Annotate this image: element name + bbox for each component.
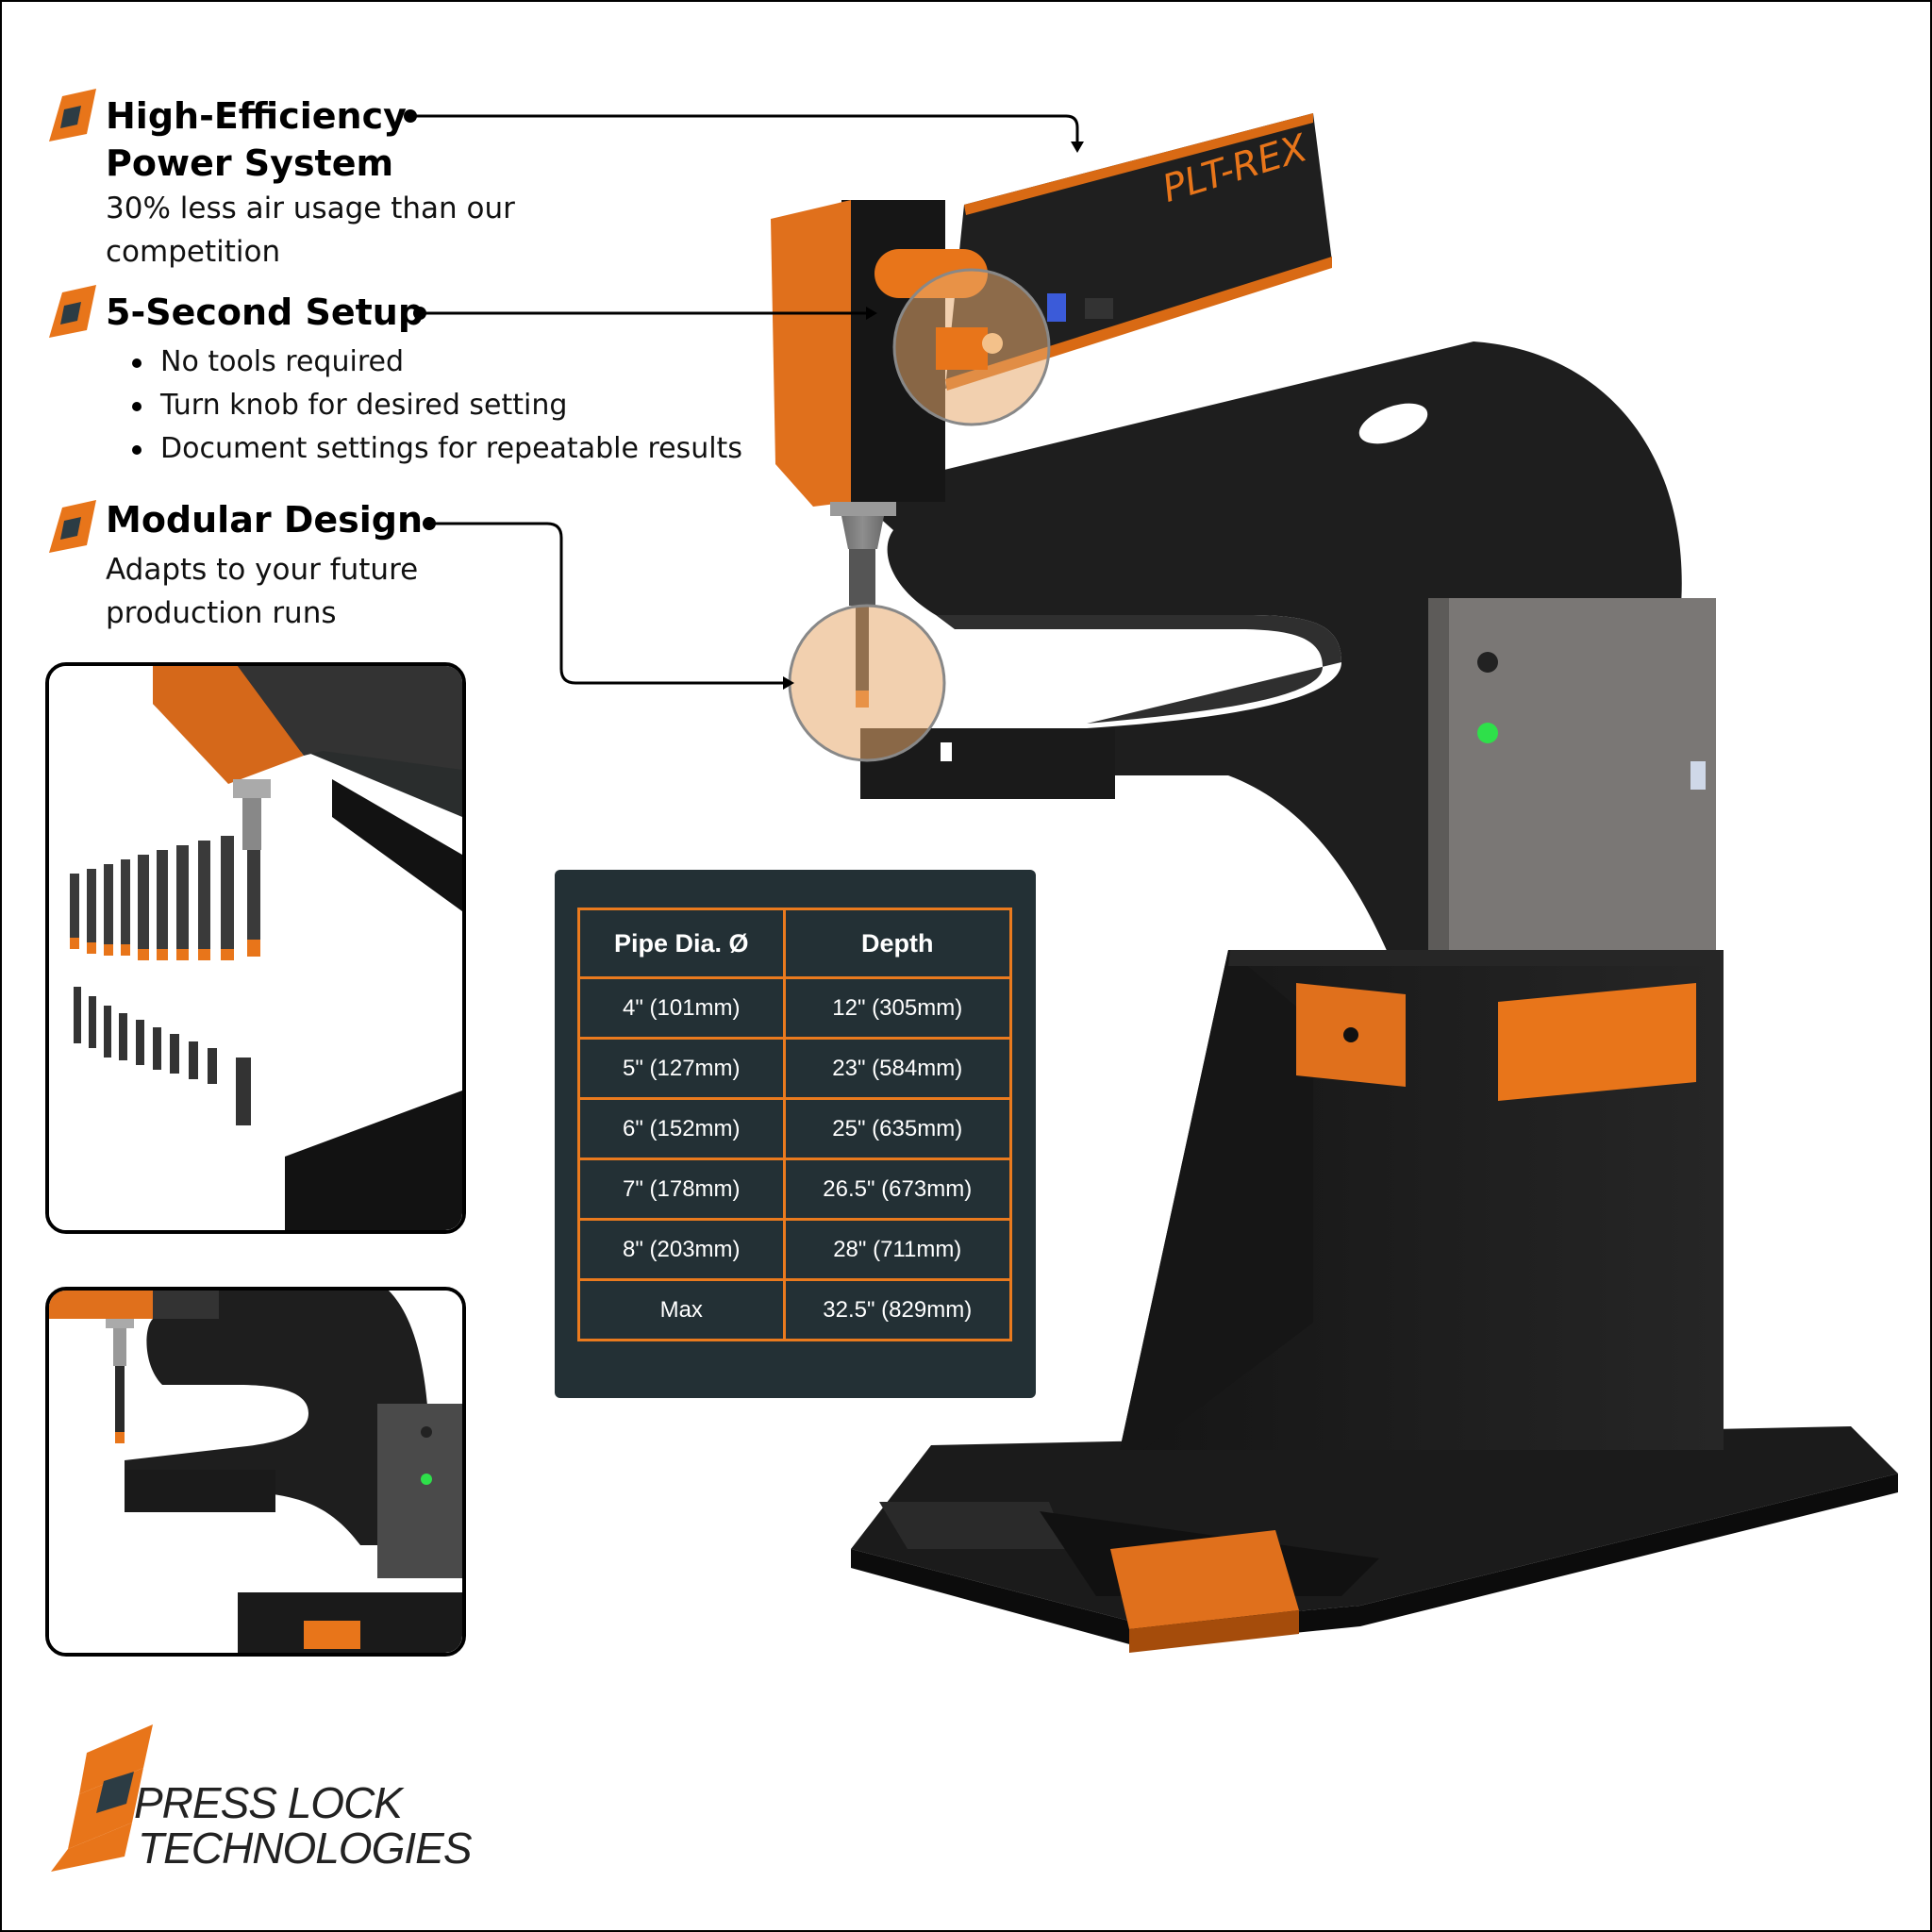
- setup-bullet-list: No tools required Turn knob for desired …: [132, 341, 742, 471]
- list-item: Turn knob for desired setting: [132, 384, 742, 427]
- table-cell: 12" (305mm): [782, 976, 1012, 1040]
- brand-name-line2: TECHNOLOGIES: [138, 1824, 473, 1873]
- list-item: No tools required: [132, 341, 742, 384]
- table-header-row: Pipe Dia. Ø Depth: [577, 908, 1012, 979]
- table-cell: 23" (584mm): [782, 1037, 1012, 1100]
- feature-desc-efficiency: 30% less air usage than our competition: [106, 192, 515, 269]
- table-cell: 32.5" (829mm): [782, 1278, 1012, 1341]
- pedestal-plate-right: [1498, 983, 1696, 1101]
- brand-mark-icon: [49, 89, 96, 142]
- table-cell: 8" (203mm): [577, 1218, 786, 1281]
- column-header-depth: Depth: [782, 908, 1012, 979]
- feature-title-efficiency: High-Efficiency Power System: [106, 95, 407, 184]
- table-cell: Max: [577, 1278, 786, 1341]
- table-row: 4" (101mm) 12" (305mm): [577, 976, 1012, 1040]
- pipe-depth-table: Pipe Dia. Ø Depth 4" (101mm) 12" (305mm)…: [577, 908, 1012, 1341]
- table-cell: 4" (101mm): [577, 976, 786, 1040]
- machine-anvil: [860, 728, 1115, 799]
- table-row: 7" (178mm) 26.5" (673mm): [577, 1158, 1012, 1221]
- control-box: [1428, 598, 1716, 964]
- brand-mark-icon: [49, 500, 96, 553]
- table-cell: 6" (152mm): [577, 1097, 786, 1160]
- table-cell: 5" (127mm): [577, 1037, 786, 1100]
- brand-mark-icon: [49, 285, 96, 338]
- tooling-set-illustration: [49, 666, 462, 1230]
- column-header-pipe-dia: Pipe Dia. Ø: [577, 908, 786, 979]
- table-cell: 26.5" (673mm): [782, 1158, 1012, 1221]
- callout-line-efficiency: [410, 114, 1079, 143]
- feature-title-modular: Modular Design: [106, 499, 424, 541]
- callout-line-modular: [429, 522, 785, 685]
- table-row: 8" (203mm) 28" (711mm): [577, 1218, 1012, 1281]
- press-lock-logo-icon: [51, 1724, 153, 1872]
- feature-desc-modular: Adapts to your future production runs: [106, 553, 419, 630]
- tooling-set-photo: [45, 662, 466, 1234]
- foot-pedal: [1110, 1530, 1299, 1629]
- table-cell: 7" (178mm): [577, 1158, 786, 1221]
- brand-name-line1: PRESS LOCK: [134, 1778, 403, 1827]
- spec-table-panel: Pipe Dia. Ø Depth 4" (101mm) 12" (305mm)…: [555, 870, 1036, 1398]
- machine-side-view-illustration: [49, 1291, 462, 1653]
- feature-title-setup: 5-Second Setup: [106, 291, 425, 333]
- list-item: Document settings for repeatable results: [132, 427, 742, 471]
- table-cell: 25" (635mm): [782, 1097, 1012, 1160]
- table-cell: 28" (711mm): [782, 1218, 1012, 1281]
- table-row: 5" (127mm) 23" (584mm): [577, 1037, 1012, 1100]
- machine-side-view-photo: [45, 1287, 466, 1657]
- table-row: Max 32.5" (829mm): [577, 1278, 1012, 1341]
- machine-head-orange-plate: [771, 200, 851, 507]
- table-row: 6" (152mm) 25" (635mm): [577, 1097, 1012, 1160]
- indicator-light: [1477, 723, 1498, 743]
